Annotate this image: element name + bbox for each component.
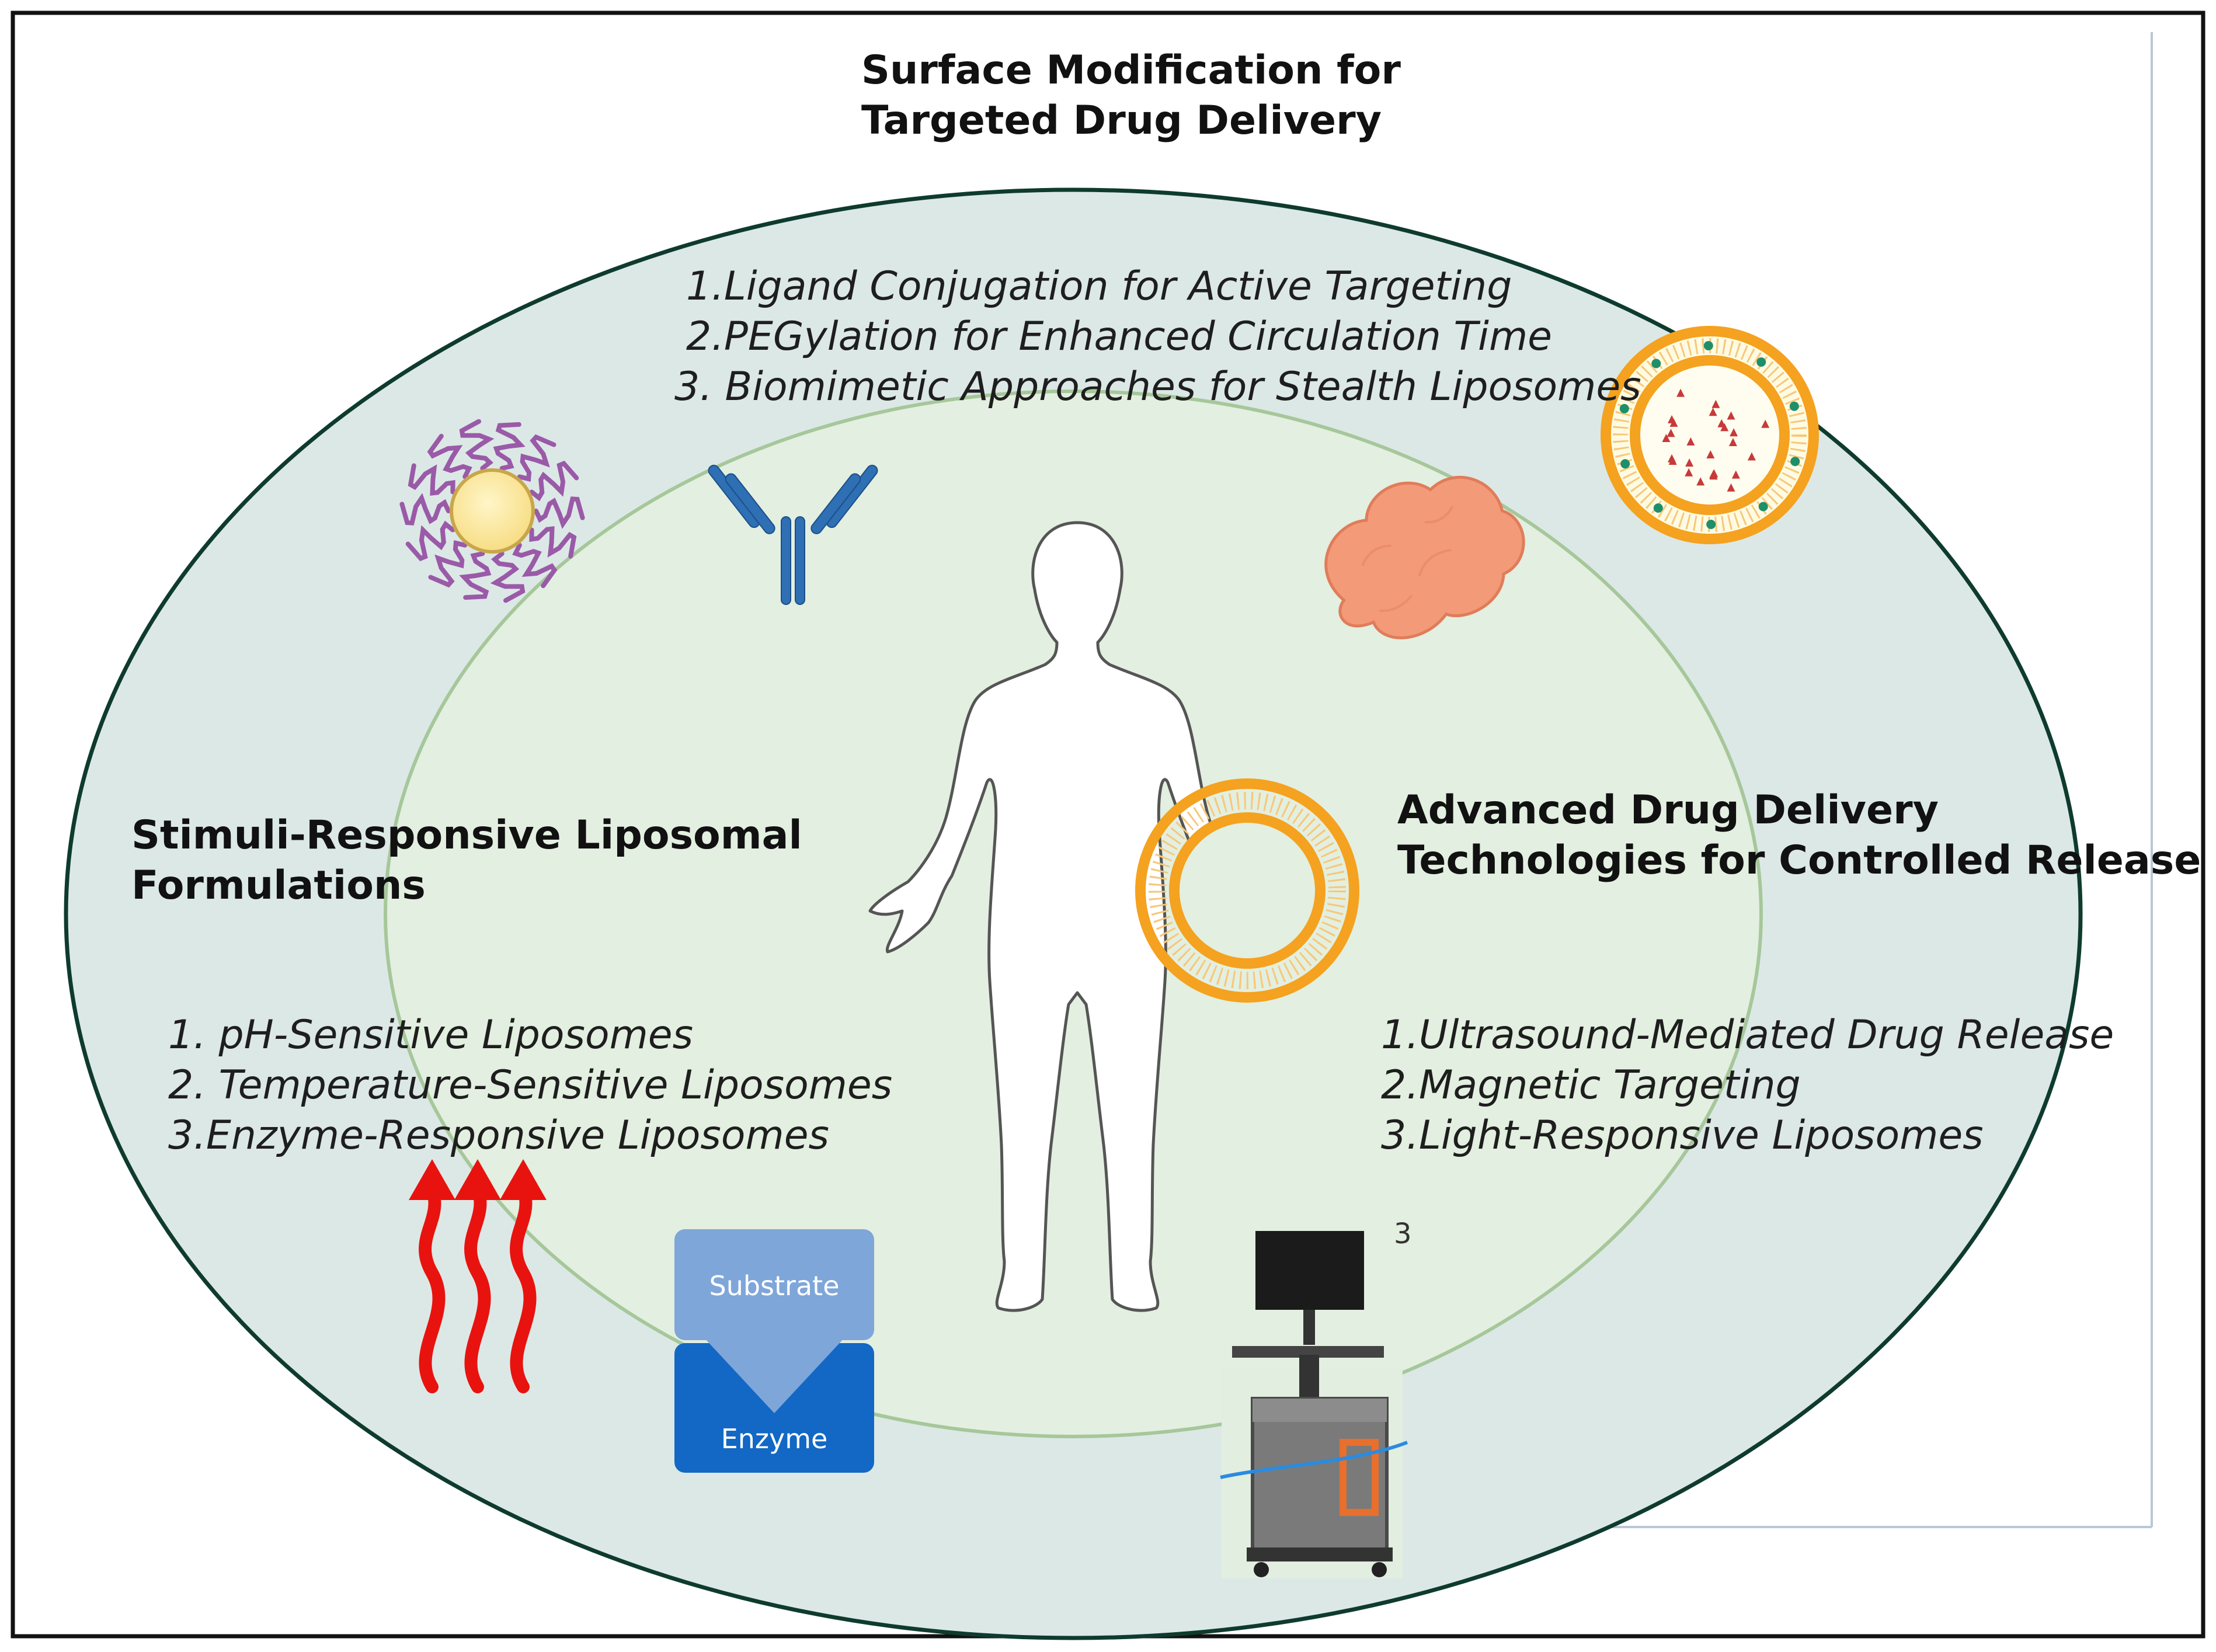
- core-drug-triangle: [1720, 423, 1729, 432]
- membrane-drug-dot: [1703, 341, 1713, 350]
- core-drug-triangle: [1731, 470, 1740, 479]
- dendrimer-arm: [459, 419, 495, 471]
- antibody-icon: [708, 464, 878, 605]
- membrane-drug-dot: [1653, 503, 1663, 513]
- stimuli-item-1: 1. pH-Sensitive Liposomes: [168, 1012, 694, 1058]
- membrane-drug-dot: [1706, 520, 1716, 529]
- core-drug-triangle: [1728, 438, 1737, 446]
- dendrimer-arm: [408, 463, 455, 496]
- stimuli-heading-line1: Stimuli-Responsive Liposomal: [131, 812, 802, 858]
- core-drug-triangle: [1709, 470, 1717, 479]
- stimuli-item-3: 3.Enzyme-Responsive Liposomes: [168, 1112, 829, 1159]
- dendrimer-arm: [517, 434, 556, 482]
- surface-item-1: 1.Ligand Conjugation for Active Targetin…: [686, 263, 1512, 309]
- membrane-drug-dot: [1789, 401, 1799, 411]
- figure-title-line1: Surface Modification for: [861, 47, 1401, 93]
- dendrimer-arm: [534, 496, 585, 529]
- dendrimer-arm: [427, 433, 472, 479]
- core-drug-triangle: [1747, 452, 1756, 461]
- surface-item-2: 2.PEGylation for Enhanced Circulation Ti…: [686, 314, 1553, 360]
- advanced-item-3: 3.Light-Responsive Liposomes: [1381, 1112, 1984, 1159]
- core-drug-triangle: [1669, 418, 1678, 427]
- stray-mark: 3: [1394, 1218, 1412, 1250]
- figure-title-line2: Targeted Drug Delivery: [861, 98, 1382, 144]
- core-drug-triangle: [1709, 408, 1717, 416]
- substrate-label: Substrate: [709, 1270, 840, 1302]
- dendrimer-arm: [529, 460, 579, 502]
- dendrimer-arm: [490, 551, 526, 603]
- membrane-drug-dot: [1619, 404, 1629, 413]
- dendrimer-arm: [459, 551, 492, 600]
- liposome-icon: [1135, 778, 1359, 1003]
- core-drug-triangle: [1667, 429, 1675, 437]
- core-drug-triangle: [1686, 437, 1695, 446]
- heat-arrows-icon: [409, 1159, 547, 1393]
- dendrimer-arm: [399, 493, 451, 526]
- dendrimer-arm: [493, 422, 526, 471]
- dendrimer-arm: [512, 542, 558, 589]
- core-drug-triangle: [1662, 434, 1671, 442]
- membrane-drug-dot: [1790, 457, 1800, 467]
- advanced-item-2: 2.Magnetic Targeting: [1381, 1062, 1801, 1108]
- substrate-block: [674, 1229, 874, 1340]
- core-drug-triangle: [1685, 458, 1694, 467]
- advanced-item-1: 1.Ultrasound-Mediated Drug Release: [1381, 1012, 2114, 1058]
- core-drug-triangle: [1727, 483, 1735, 492]
- stimuli-item-2: 2. Temperature-Sensitive Liposomes: [168, 1062, 893, 1108]
- core-drug-triangle: [1730, 428, 1738, 437]
- core-drug-triangle: [1706, 450, 1715, 458]
- core-drug-triangle: [1676, 388, 1685, 397]
- core-drug-triangle: [1727, 411, 1735, 420]
- membrane-drug-dot: [1758, 502, 1768, 512]
- dendrimer-icon: [399, 419, 585, 603]
- core-drug-triangle: [1668, 457, 1677, 465]
- membrane-drug-dot: [1756, 357, 1766, 367]
- core-drug-triangle: [1711, 399, 1720, 408]
- dendrimer-arm: [428, 540, 468, 588]
- advanced-heading-line1: Advanced Drug Delivery: [1397, 787, 1939, 833]
- dendrimer-arm: [405, 520, 455, 562]
- surface-item-3: 3. Biomimetic Approaches for Stealth Lip…: [674, 364, 1641, 410]
- core-drug-triangle: [1761, 419, 1770, 428]
- dendrimer-arm: [529, 526, 577, 559]
- enzyme-label: Enzyme: [721, 1423, 828, 1455]
- membrane-drug-dot: [1620, 459, 1630, 469]
- drug-loaded-liposome-icon: [1601, 326, 1819, 544]
- stimuli-heading-line2: Formulations: [131, 862, 426, 909]
- ultrasound-machine-icon: [1220, 1231, 1408, 1578]
- tumor-cell-icon: [1324, 475, 1525, 639]
- core-drug-triangle: [1685, 468, 1693, 477]
- advanced-heading-line2: Technologies for Controlled Release: [1397, 837, 2201, 884]
- core-drug-triangle: [1696, 477, 1705, 486]
- membrane-drug-dot: [1651, 359, 1661, 368]
- enzyme-substrate-icon: [674, 1229, 874, 1473]
